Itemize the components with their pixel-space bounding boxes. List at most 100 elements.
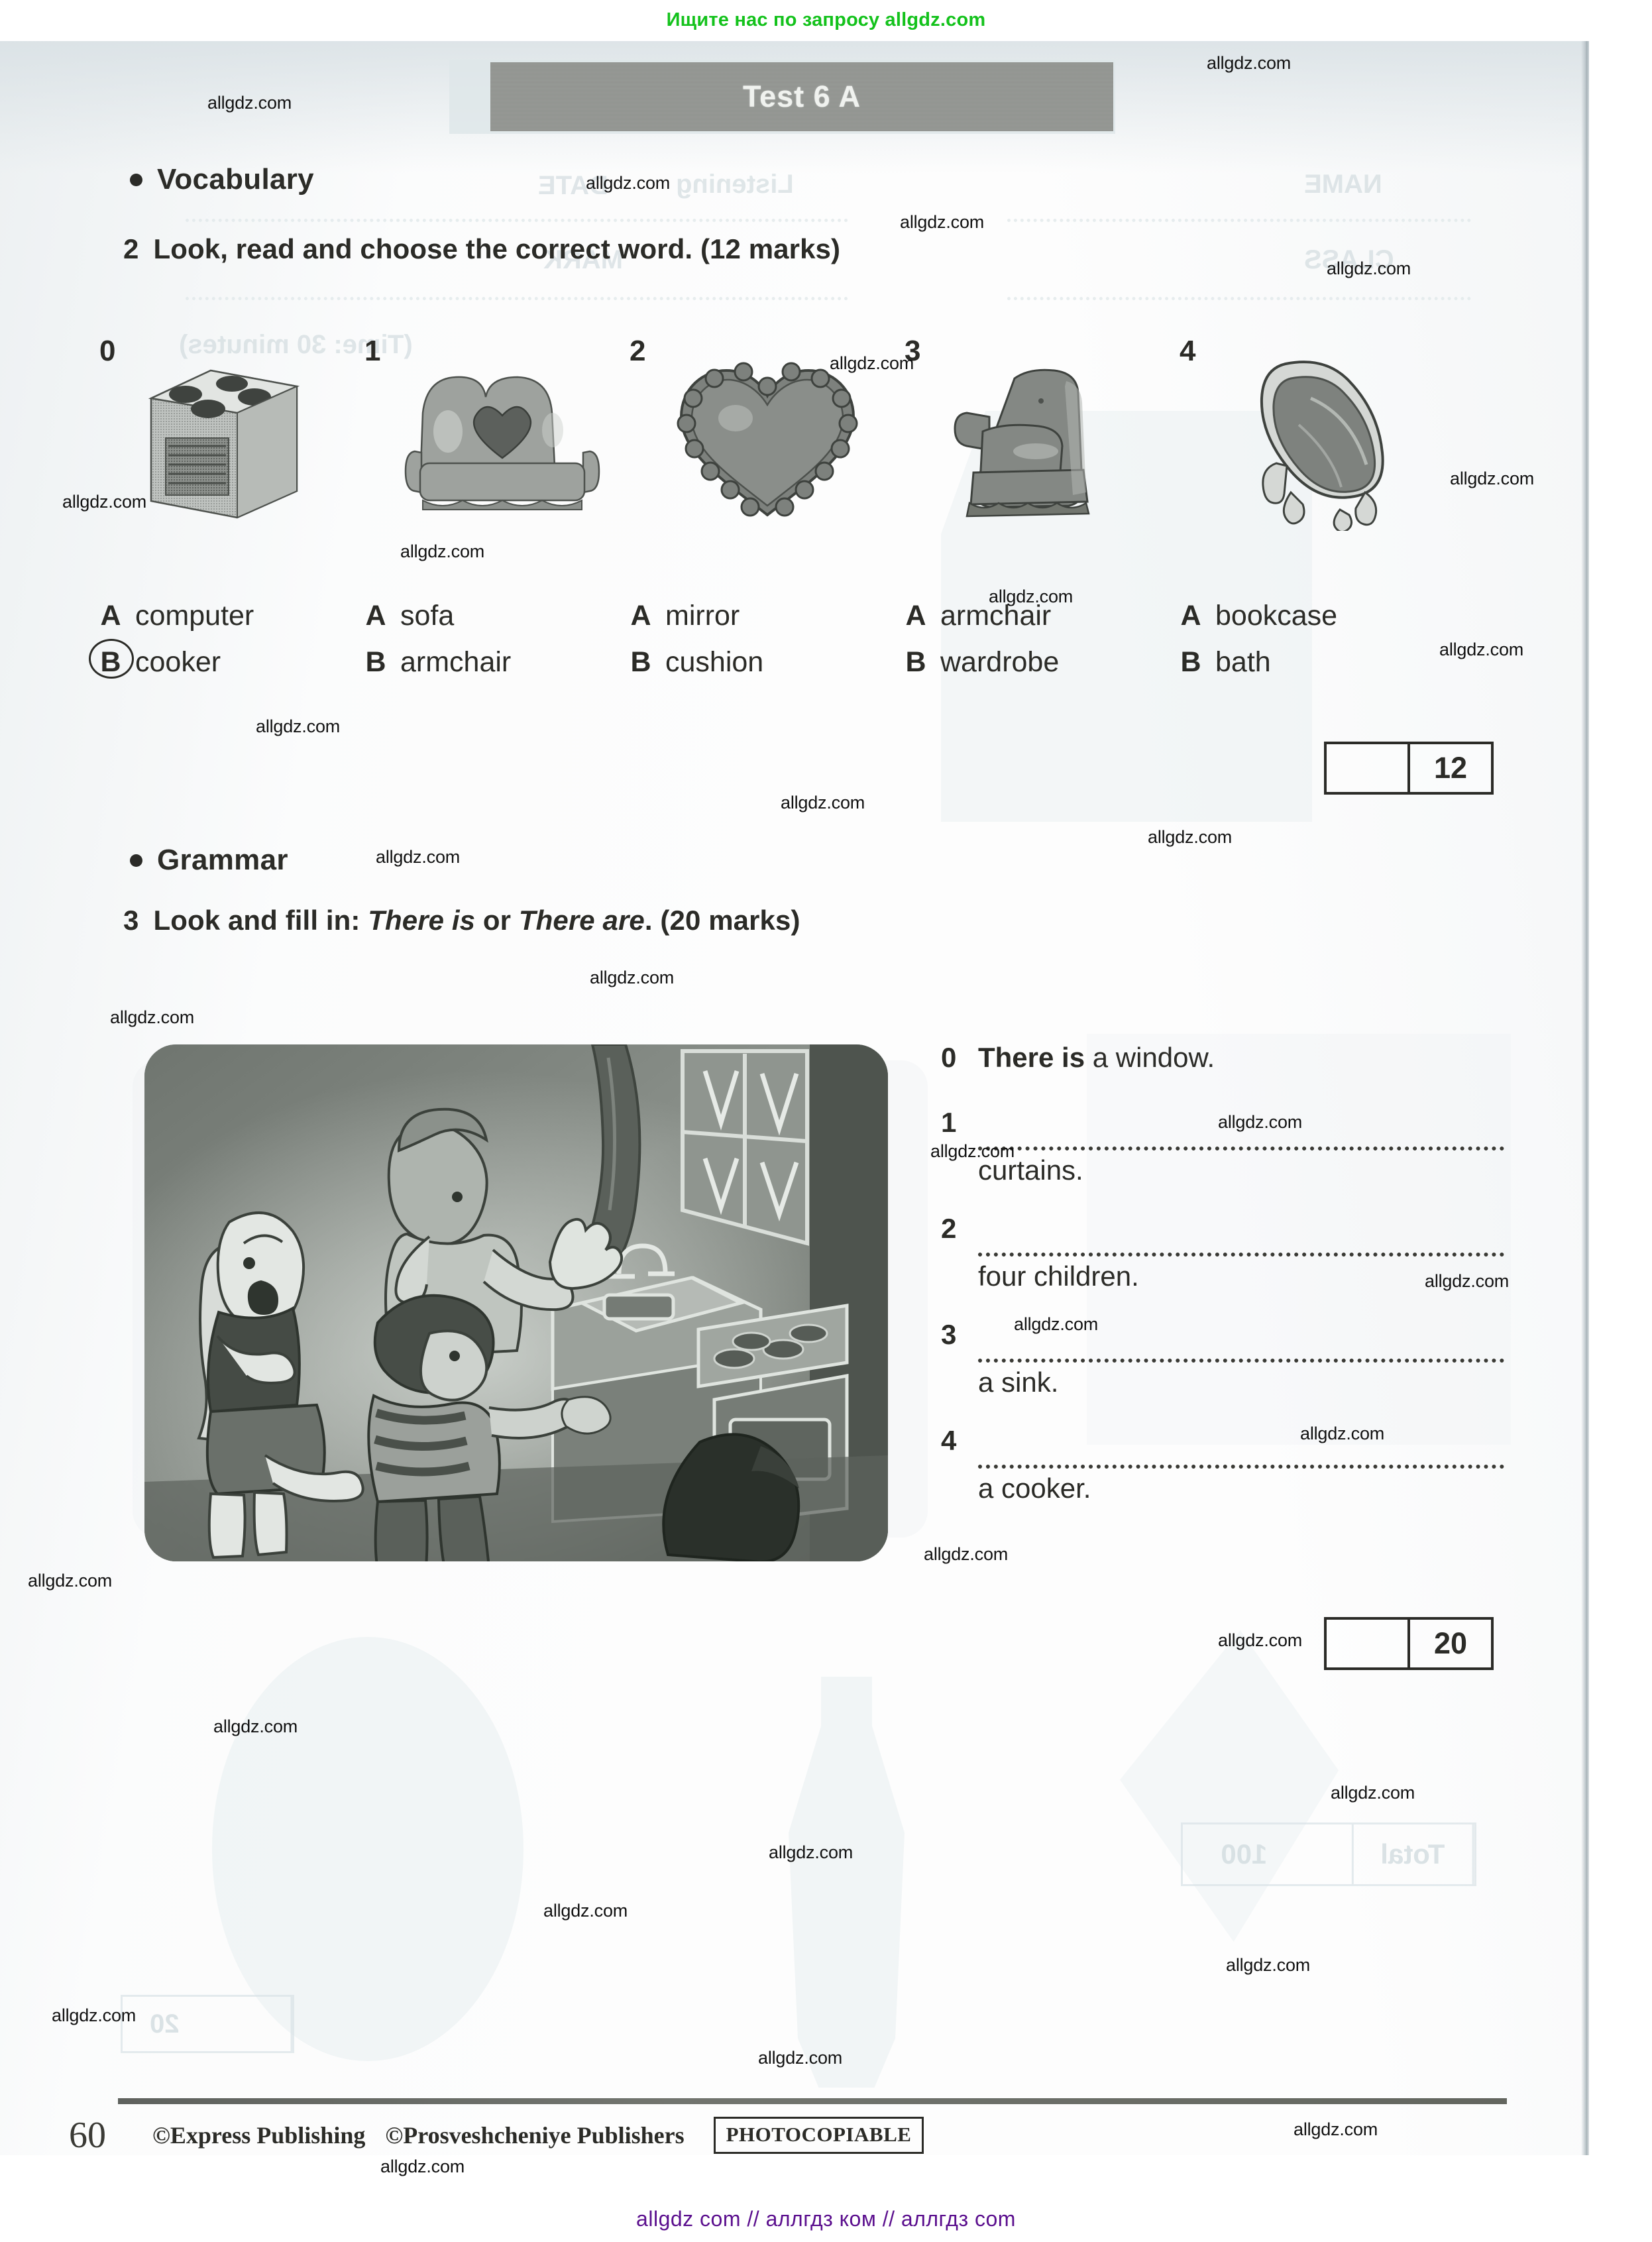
option-letter-b-selected: B	[89, 639, 134, 679]
answer-tail: four children.	[978, 1261, 1139, 1292]
answer-input-line[interactable]	[978, 1227, 1504, 1257]
option-a-4[interactable]: A bookcase	[1180, 600, 1445, 646]
bullet-icon	[130, 854, 142, 867]
answer-input-line[interactable]	[978, 1333, 1504, 1363]
vocabulary-items-row: 0	[89, 335, 1491, 732]
answer-row-1: 1 curtains.	[941, 1107, 1504, 1186]
test-title-band: Test 6 A	[490, 62, 1113, 131]
publisher-prosveshcheniye: ©Prosveshcheniye Publishers	[385, 2122, 685, 2149]
answer-input-line[interactable]	[978, 1121, 1504, 1150]
section-heading-vocabulary: Vocabulary	[130, 163, 314, 196]
marks-score-cell[interactable]	[1327, 1620, 1407, 1667]
exercise-3-there-are: There are	[518, 905, 645, 936]
page-footer: 60 ©Express Publishing ©Prosveshcheniye …	[69, 2114, 1460, 2157]
vocab-item-0: 0	[89, 335, 364, 732]
watermark-text: allgdz.com	[1148, 827, 1233, 847]
watermark-text: allgdz.com	[900, 212, 985, 232]
option-b-1[interactable]: B armchair	[364, 646, 630, 693]
footer-divider	[118, 2098, 1507, 2104]
watermark-text: allgdz.com	[1450, 469, 1535, 488]
watermark-text: allgdz.com	[207, 93, 292, 113]
vocab-options-0: A computer B cooker	[89, 600, 364, 693]
answer-number: 2	[941, 1213, 957, 1244]
kitchen-scene-illustration	[144, 1044, 888, 1561]
cooker-icon	[131, 352, 343, 531]
option-text-a: sofa	[400, 600, 455, 632]
option-a-3[interactable]: A armchair	[905, 600, 1170, 646]
exercise-3-text-pre: Look and fill in:	[153, 905, 368, 936]
watermark-text: allgdz.com	[1226, 1955, 1311, 1975]
option-a-2[interactable]: A mirror	[630, 600, 895, 646]
watermark-text: allgdz.com	[1207, 53, 1292, 73]
option-text-a: bookcase	[1215, 600, 1338, 632]
watermark-text: allgdz.com	[28, 1571, 113, 1591]
option-b-0[interactable]: B cooker	[89, 639, 364, 693]
publisher-express: ©Express Publishing	[152, 2122, 366, 2149]
option-text-b: bath	[1215, 646, 1271, 678]
page-outside-margin	[1589, 41, 1652, 2155]
exercise-3-text-mid: or	[475, 905, 519, 936]
answer-number: 4	[941, 1425, 957, 1456]
watermark-text: allgdz.com	[52, 2005, 137, 2025]
page-number: 60	[69, 2115, 106, 2156]
watermark-text: allgdz.com	[1331, 1783, 1415, 1803]
option-letter-a: A	[1180, 600, 1201, 632]
watermark-text: allgdz.com	[62, 492, 147, 512]
option-b-4[interactable]: B bath	[1180, 646, 1445, 693]
watermark-text: allgdz.com	[1014, 1314, 1099, 1334]
watermark-text: allgdz.com	[830, 353, 914, 373]
exercise-3-text-post: . (20 marks)	[644, 905, 800, 936]
option-letter-a: A	[905, 600, 926, 632]
watermark-text: allgdz.com	[376, 847, 461, 867]
option-letter-a: A	[365, 600, 386, 632]
watermark-text: allgdz.com	[1300, 1424, 1385, 1443]
watermark-text: allgdz.com	[769, 1842, 854, 1862]
bath-icon	[1211, 352, 1423, 533]
watermark-text: allgdz.com	[380, 2157, 465, 2176]
option-b-2[interactable]: B cushion	[630, 646, 895, 693]
vocab-item-number: 4	[1180, 335, 1196, 367]
watermark-text: allgdz.com	[758, 2048, 843, 2068]
marks-box-exercise-3: 20	[1324, 1617, 1494, 1670]
option-letter-b: B	[365, 646, 386, 678]
sofa-icon	[396, 352, 608, 531]
option-b-3[interactable]: B wardrobe	[905, 646, 1170, 693]
exercise-3-there-is: There is	[368, 905, 476, 936]
vocab-options-4: A bookcase B bath	[1180, 600, 1445, 693]
watermark-text: allgdz.com	[1327, 258, 1411, 278]
watermark-text: allgdz.com	[1294, 2119, 1378, 2139]
marks-box-exercise-2: 12	[1324, 742, 1494, 795]
section-label-grammar: Grammar	[157, 844, 288, 876]
option-text-b: armchair	[400, 646, 512, 678]
exercise-2-number: 2	[123, 233, 139, 264]
watermark-text: allgdz.com	[781, 793, 865, 813]
watermark-text: allgdz.com	[586, 173, 671, 193]
option-text-a: mirror	[665, 600, 740, 632]
cushion-icon	[661, 352, 873, 531]
option-letter-b: B	[1180, 646, 1201, 678]
vocab-options-1: A sofa B armchair	[364, 600, 630, 693]
answer-number: 3	[941, 1319, 957, 1350]
answer-tail: curtains.	[978, 1154, 1083, 1186]
option-a-0[interactable]: A computer	[99, 600, 364, 646]
vocab-item-3: 3 A armchair	[905, 335, 1170, 732]
exercise-3-number: 3	[123, 905, 139, 936]
watermark-text: allgdz.com	[1439, 640, 1524, 659]
vocab-options-3: A armchair B wardrobe	[905, 600, 1170, 693]
watermark-text: allgdz.com	[989, 587, 1074, 606]
vocab-item-number: 0	[99, 335, 116, 367]
watermark-text: allgdz.com	[1218, 1112, 1303, 1132]
option-a-1[interactable]: A sofa	[364, 600, 630, 646]
option-letter-a: A	[100, 600, 121, 632]
option-text-b: wardrobe	[940, 646, 1060, 678]
watermark-text: allgdz.com	[924, 1544, 1009, 1564]
marks-score-cell[interactable]	[1327, 744, 1407, 792]
vocab-item-number: 2	[630, 335, 646, 367]
answer-input-line[interactable]	[978, 1439, 1504, 1469]
page-edge-shadow	[1581, 41, 1590, 2155]
answer-tail: a sink.	[978, 1367, 1059, 1398]
vocab-item-4: 4 A bookcase	[1180, 335, 1445, 732]
answer-tail-inline: a window.	[1092, 1042, 1215, 1073]
option-text-a: computer	[135, 600, 254, 632]
